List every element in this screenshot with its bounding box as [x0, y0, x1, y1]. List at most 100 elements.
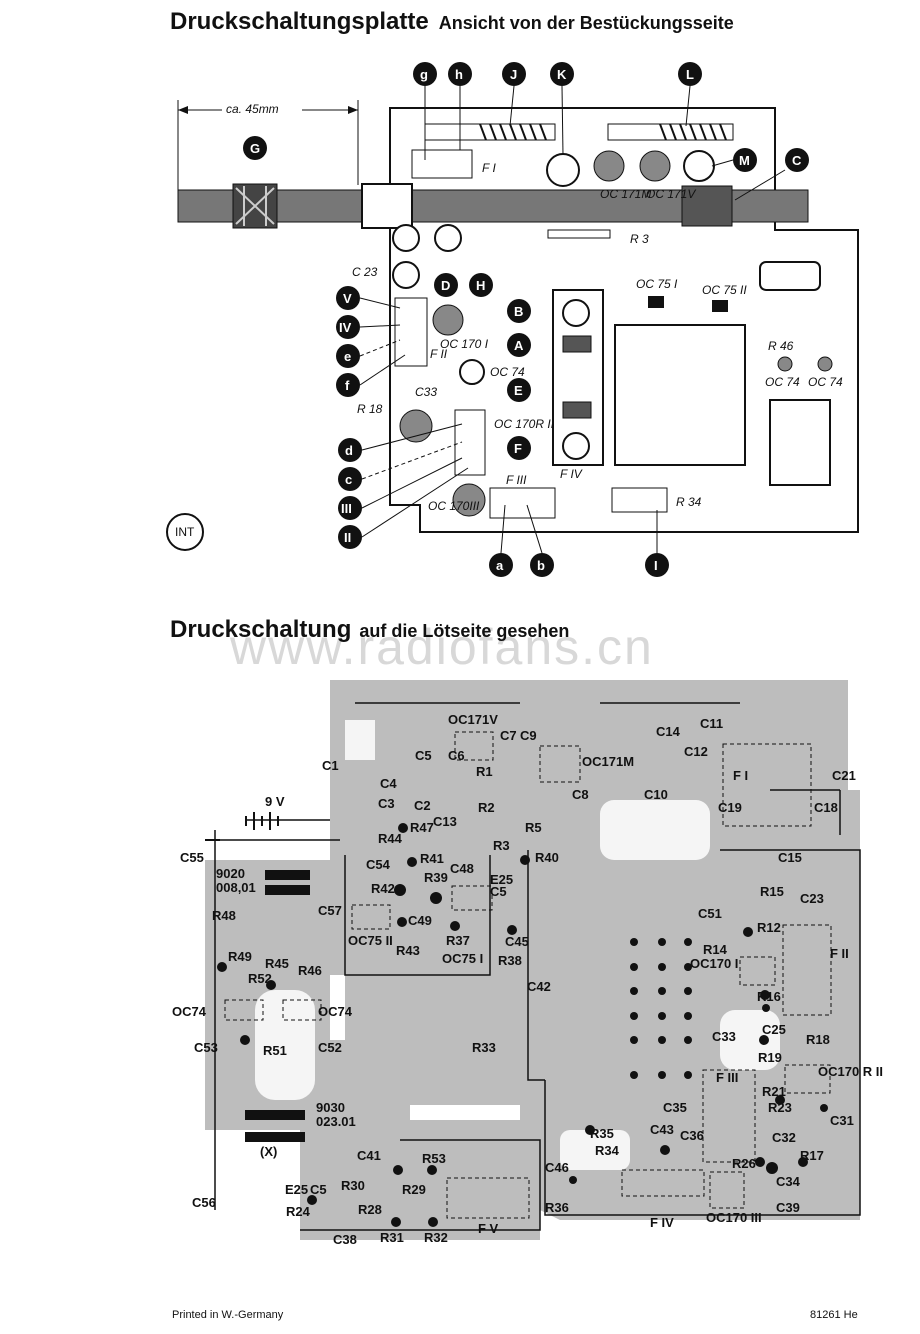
- lbl-c45: C45: [505, 934, 529, 949]
- transistor-oc171v: [639, 150, 671, 182]
- lbl-r49: R49: [228, 949, 252, 964]
- lbl-c8: C8: [572, 787, 589, 802]
- lbl-x: (X): [260, 1144, 277, 1159]
- lbl-r48: R48: [212, 908, 236, 923]
- bottom-title-sub: auf die Lötseite gesehen: [359, 621, 570, 641]
- label-r3: R 3: [630, 232, 649, 246]
- lbl-c21: C21: [832, 768, 856, 783]
- lbl-c19: C19: [718, 800, 742, 815]
- lbl-r21: R21: [762, 1084, 786, 1099]
- footer-code: 81261 He: [810, 1309, 858, 1321]
- lbl-r28: R28: [358, 1202, 382, 1217]
- component-side-diagram: ca. 45mm F I OC 171M OC 171V R 3 C 23 OC…: [166, 62, 859, 577]
- lbl-c9: C9: [520, 728, 537, 743]
- lbl-r36: R36: [545, 1200, 569, 1215]
- callout-e: e: [344, 349, 351, 364]
- lbl-c55: C55: [180, 850, 204, 865]
- fii-box: [394, 297, 428, 367]
- lbl-r17: R17: [800, 1148, 824, 1163]
- label-oc74b: OC 74: [808, 375, 843, 389]
- callout-c: c: [345, 472, 352, 487]
- solder-labels: OC171V C11 C14 C1 C5 C6 C7 C9 R1 OC171M …: [172, 712, 883, 1247]
- rod-clamp: [361, 183, 413, 229]
- lbl-c31: C31: [830, 1113, 854, 1128]
- lbl-r53: R53: [422, 1151, 446, 1166]
- lbl-r47: R47: [410, 820, 434, 835]
- lbl-r24: R24: [286, 1204, 311, 1219]
- coil-c: [681, 185, 733, 227]
- lbl-fiii: F III: [716, 1070, 738, 1085]
- lbl-c49: C49: [408, 913, 432, 928]
- lbl-c32: C32: [772, 1130, 796, 1145]
- lbl-r1: R1: [476, 764, 493, 779]
- lbl-c3: C3: [378, 796, 395, 811]
- lbl-c14: C14: [656, 724, 681, 739]
- lbl-r18: R18: [806, 1032, 830, 1047]
- lbl-c13: C13: [433, 814, 457, 829]
- callout-V: V: [343, 291, 352, 306]
- lbl-c12: C12: [684, 744, 708, 759]
- lbl-c46: C46: [545, 1160, 569, 1175]
- lbl-c39: C39: [776, 1200, 800, 1215]
- label-fii: F II: [430, 347, 448, 361]
- lbl-c5c: C5: [310, 1182, 327, 1197]
- lbl-e25b: E25: [285, 1182, 308, 1197]
- transformer-square: [614, 324, 746, 466]
- lbl-oc170i: OC170 I: [690, 956, 738, 971]
- lbl-r26: R26: [732, 1156, 756, 1171]
- lbl-r43: R43: [396, 943, 420, 958]
- dimension-label: ca. 45mm: [226, 102, 279, 116]
- callout-d: d: [345, 443, 353, 458]
- transistor-oc171m: [593, 150, 625, 182]
- callouts: G g h J K L M C D H B A E F V IV e f d c…: [243, 62, 809, 577]
- watermark: www.radiofans.cn: [230, 619, 654, 675]
- lbl-r52: R52: [248, 971, 272, 986]
- callout-G: G: [250, 141, 260, 156]
- callout-h: h: [455, 67, 463, 82]
- lbl-r44: R44: [378, 831, 403, 846]
- lbl-r30: R30: [341, 1178, 365, 1193]
- callout-B: B: [514, 304, 523, 319]
- lbl-oc171v: OC171V: [448, 712, 498, 727]
- lbl-c11: C11: [700, 716, 723, 731]
- lbl-c51: C51: [698, 906, 722, 921]
- lbl-c57: C57: [318, 903, 342, 918]
- label-fiii: OC 170R II: [494, 417, 555, 431]
- callout-A: A: [514, 338, 524, 353]
- lbl-fii: F II: [830, 946, 849, 961]
- callout-H: H: [476, 278, 485, 293]
- lbl-e25a: E25: [490, 872, 513, 887]
- lbl-c25: C25: [762, 1022, 786, 1037]
- lbl-9020: 9020: [216, 866, 245, 881]
- lbl-r51: R51: [263, 1043, 287, 1058]
- int-logo-text: INT: [175, 525, 195, 539]
- board-outline: [389, 107, 859, 533]
- lbl-c23: C23: [800, 891, 824, 906]
- lbl-c5b: C5: [490, 884, 507, 899]
- lbl-oc74b: OC74: [318, 1004, 353, 1019]
- lbl-r19: R19: [758, 1050, 782, 1065]
- lbl-r45: R45: [265, 956, 289, 971]
- fiv-box: [489, 487, 556, 519]
- lbl-r37: R37: [446, 933, 470, 948]
- lbl-c52: C52: [318, 1040, 342, 1055]
- label-fi: F I: [482, 161, 496, 175]
- label-r34: F IV: [560, 467, 583, 481]
- callout-g: g: [420, 67, 428, 82]
- lbl-r35: R35: [590, 1126, 614, 1141]
- callout-E: E: [514, 383, 523, 398]
- lbl-r32: R32: [424, 1230, 448, 1245]
- lbl-r5: R5: [525, 820, 542, 835]
- lbl-c43: C43: [650, 1122, 674, 1137]
- lbl-c10: C10: [644, 787, 668, 802]
- label-c23: C 23: [352, 265, 378, 279]
- lbl-oc170rii: OC170 R II: [818, 1064, 883, 1079]
- lbl-oc75ii: OC75 II: [348, 933, 393, 948]
- label-oc75ii: OC 75 II: [702, 283, 747, 297]
- lbl-r2: R2: [478, 800, 495, 815]
- lbl-c54: C54: [366, 857, 391, 872]
- lbl-c48: C48: [450, 861, 474, 876]
